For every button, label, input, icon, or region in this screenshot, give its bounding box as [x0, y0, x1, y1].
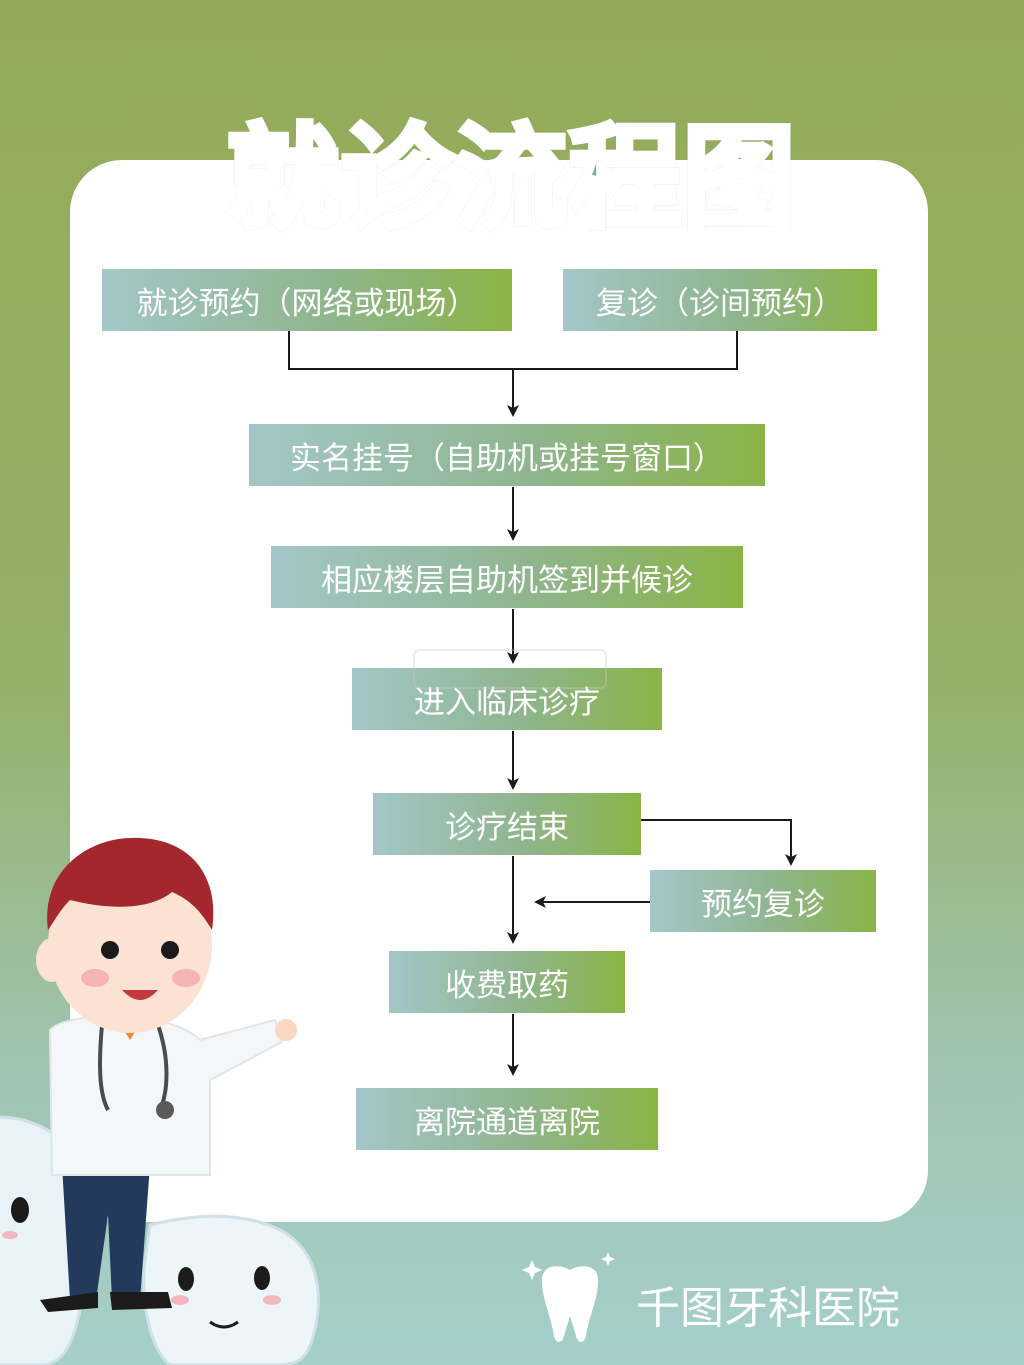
step-book-revisit: 预约复诊 — [650, 870, 876, 932]
step-revisit: 复诊（诊间预约） — [563, 269, 877, 331]
step-end: 诊疗结束 — [373, 793, 641, 855]
step-treatment: 进入临床诊疗 — [352, 668, 662, 730]
step-appointment: 就诊预约（网络或现场） — [102, 269, 512, 331]
watermark-logo — [413, 649, 607, 689]
step-register: 实名挂号（自助机或挂号窗口） — [249, 424, 765, 486]
step-checkin: 相应楼层自助机签到并候诊 — [271, 546, 743, 608]
step-leave: 离院通道离院 — [356, 1088, 658, 1150]
merge-connector — [288, 331, 738, 370]
hospital-name: 千图牙科医院 — [636, 1283, 900, 1334]
arrow-to-book-revisit — [641, 819, 797, 866]
step-pay: 收费取药 — [389, 951, 625, 1013]
tooth-icon — [522, 1252, 615, 1342]
page-title: 就诊流程图 — [0, 88, 1024, 250]
doctor-illustration — [0, 837, 320, 1365]
hospital-brand: 千图牙科医院 — [520, 1250, 940, 1350]
tooth-character-right — [142, 1214, 320, 1365]
